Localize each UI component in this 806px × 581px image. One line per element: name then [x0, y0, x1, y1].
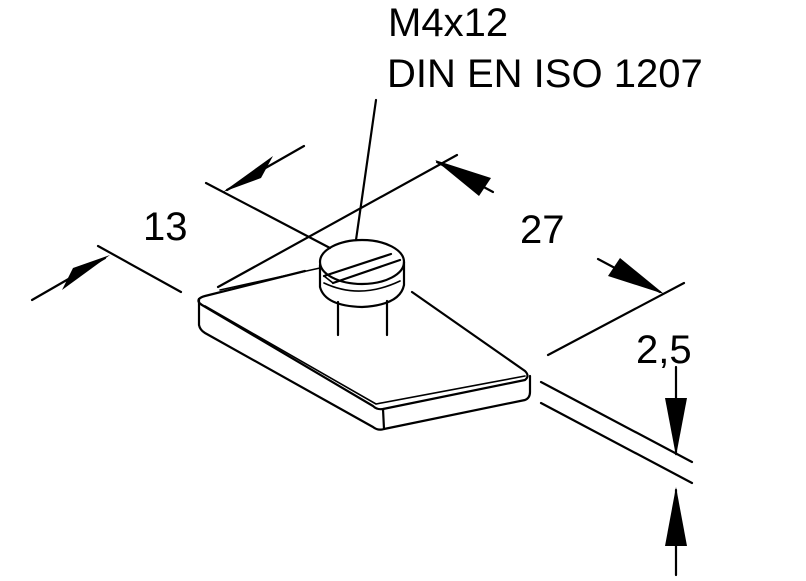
- dimension-thickness: 2,5: [539, 328, 694, 577]
- width-dimension-label: 13: [143, 205, 188, 249]
- callout-leader-line: [354, 98, 378, 242]
- slotted-screw: [219, 238, 406, 337]
- screen-size-label: M4x12: [388, 1, 508, 45]
- plate: [197, 269, 532, 431]
- thickness-dimension-label: 2,5: [636, 328, 692, 372]
- dimension-length: 27: [216, 153, 686, 357]
- length-dimension-label: 27: [520, 208, 565, 252]
- standard-label: DIN EN ISO 1207: [387, 52, 703, 96]
